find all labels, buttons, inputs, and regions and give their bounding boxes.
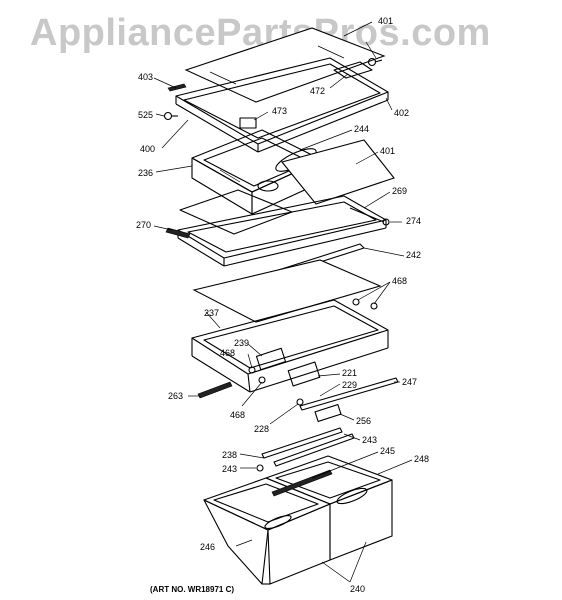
part-label-243-top: 243	[362, 435, 377, 445]
part-label-243-bottom: 243	[222, 464, 237, 474]
part-label-468-middle: 468	[220, 348, 235, 358]
part-label-263: 263	[168, 391, 183, 401]
part-label-228: 228	[254, 424, 269, 434]
glass-crisper-cover	[192, 259, 382, 323]
slide-bars	[256, 377, 399, 472]
part-label-229: 229	[342, 380, 357, 390]
part-label-256: 256	[356, 416, 371, 426]
crisper-frame	[191, 298, 389, 399]
drawer-cover	[179, 189, 293, 235]
part-label-221: 221	[342, 368, 357, 378]
part-label-468-top: 468	[392, 276, 407, 286]
part-label-402: 402	[394, 108, 409, 118]
part-label-245: 245	[380, 446, 395, 456]
screw-top	[367, 57, 383, 67]
part-label-401-top: 401	[378, 16, 393, 26]
glass-shelf-top	[184, 27, 386, 103]
part-label-246: 246	[200, 542, 215, 552]
part-label-247: 247	[402, 377, 417, 387]
part-label-473: 473	[272, 106, 287, 116]
crisper-drawer-right	[265, 455, 393, 561]
part-labels: 401 403 472 402 525 473 400 244 236 401 …	[136, 16, 429, 594]
part-label-401-middle: 401	[380, 146, 395, 156]
crisper-cover-frame	[165, 195, 390, 267]
part-label-236: 236	[138, 168, 153, 178]
art-number: (ART NO. WR18971 C)	[150, 585, 234, 594]
part-label-244: 244	[354, 124, 369, 134]
part-label-242: 242	[406, 250, 421, 260]
part-label-525: 525	[138, 110, 153, 120]
glass-shelf-middle	[281, 139, 395, 205]
part-label-400: 400	[140, 144, 155, 154]
part-label-238: 238	[222, 450, 237, 460]
part-label-239: 239	[234, 338, 249, 348]
part-label-269: 269	[392, 186, 407, 196]
screw	[163, 111, 178, 121]
part-label-274: 274	[406, 216, 421, 226]
part-label-240: 240	[350, 584, 365, 594]
part-label-237: 237	[204, 308, 219, 318]
part-label-248: 248	[414, 454, 429, 464]
part-label-270: 270	[136, 220, 151, 230]
crisper-drawer-left	[203, 477, 331, 585]
part-label-472: 472	[310, 86, 325, 96]
shelf-frame	[167, 57, 389, 153]
part-label-468-bottom: 468	[230, 410, 245, 420]
part-label-403: 403	[138, 72, 153, 82]
leader-lines	[153, 21, 413, 583]
